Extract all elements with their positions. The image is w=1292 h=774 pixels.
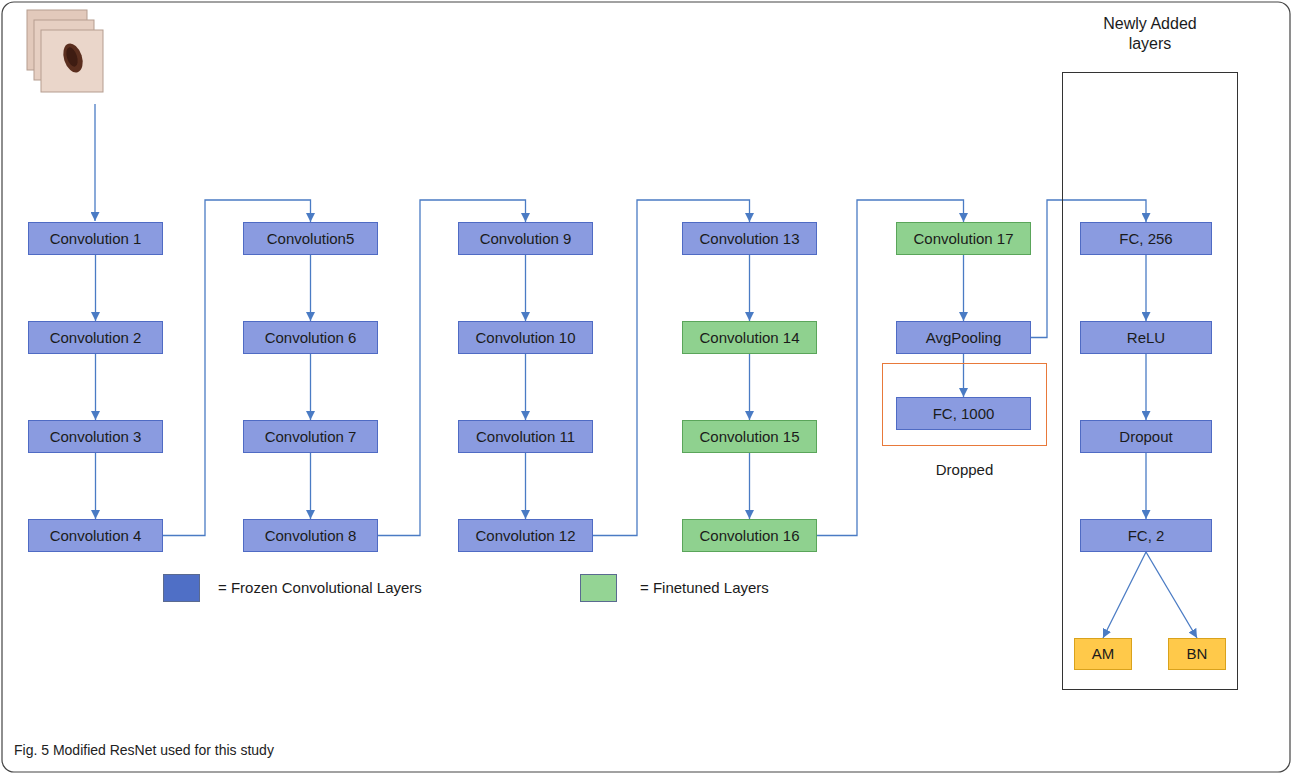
flow-arrow bbox=[749, 453, 750, 519]
layer-label: Convolution 13 bbox=[699, 229, 799, 249]
flow-arrow bbox=[963, 354, 964, 397]
flow-arrow bbox=[1145, 453, 1146, 519]
frozen-layer-box: Convolution5 bbox=[243, 222, 378, 255]
flow-arrow bbox=[95, 255, 96, 321]
frozen-layer-box: Convolution 8 bbox=[243, 519, 378, 552]
frozen-layer-box: Convolution 7 bbox=[243, 420, 378, 453]
finetuned-layer-box: Convolution 15 bbox=[682, 420, 817, 453]
flow-arrow bbox=[1145, 354, 1146, 420]
flow-arrow bbox=[749, 255, 750, 321]
frozen-layer-box: Convolution 6 bbox=[243, 321, 378, 354]
flow-arrow bbox=[1031, 200, 1146, 338]
frozen-layer-box: Convolution 12 bbox=[458, 519, 593, 552]
finetuned-layer-box: Convolution 17 bbox=[896, 222, 1031, 255]
legend-swatch bbox=[580, 574, 617, 602]
layer-label: Convolution 17 bbox=[913, 229, 1013, 249]
layer-label: Convolution5 bbox=[267, 229, 355, 249]
flow-arrow bbox=[963, 255, 964, 321]
legend-label: = Finetuned Layers bbox=[640, 579, 769, 597]
dense-layer-box: FC, 2 bbox=[1080, 519, 1212, 552]
legend-swatch bbox=[163, 574, 200, 602]
finetuned-layer-box: Convolution 16 bbox=[682, 519, 817, 552]
skin-lesion-image bbox=[27, 10, 103, 92]
layer-label: AvgPooling bbox=[926, 328, 1002, 348]
layer-label: Convolution 3 bbox=[50, 427, 142, 447]
layer-label: AM bbox=[1092, 644, 1115, 664]
input-arrow bbox=[94, 104, 95, 221]
flow-arrow bbox=[525, 453, 526, 519]
layer-label: Convolution 4 bbox=[50, 526, 142, 546]
flow-arrow bbox=[525, 255, 526, 321]
finetuned-layer-box: Convolution 14 bbox=[682, 321, 817, 354]
layer-label: ReLU bbox=[1127, 328, 1165, 348]
figure-caption: Fig. 5 Modified ResNet used for this stu… bbox=[14, 742, 274, 758]
layer-label: FC, 256 bbox=[1119, 229, 1172, 249]
flow-arrow bbox=[1103, 552, 1146, 638]
group-heading: Newly Added layers bbox=[1091, 14, 1209, 54]
layer-label: Dropout bbox=[1119, 427, 1172, 447]
flow-arrow bbox=[310, 255, 311, 321]
frozen-layer-box: Convolution 2 bbox=[28, 321, 163, 354]
activation-box: ReLU bbox=[1080, 321, 1212, 354]
flow-arrow bbox=[749, 354, 750, 420]
layer-label: Convolution 1 bbox=[50, 229, 142, 249]
layer-label: Convolution 14 bbox=[699, 328, 799, 348]
frozen-layer-box: Convolution 9 bbox=[458, 222, 593, 255]
layer-label: FC, 1000 bbox=[933, 404, 995, 424]
frozen-layer-box: Convolution 10 bbox=[458, 321, 593, 354]
layer-label: Convolution 9 bbox=[480, 229, 572, 249]
layer-label: Convolution 10 bbox=[475, 328, 575, 348]
dropout-box: Dropout bbox=[1080, 420, 1212, 453]
layer-label: FC, 2 bbox=[1128, 526, 1165, 546]
group-heading: Dropped bbox=[936, 460, 994, 480]
frozen-layer-box: Convolution 11 bbox=[458, 420, 593, 453]
dropped-frame: Dropped FC, 1000 bbox=[882, 363, 1047, 480]
frozen-layer-box: Convolution 3 bbox=[28, 420, 163, 453]
legend-label: = Frozen Convolutional Layers bbox=[218, 579, 422, 597]
layer-label: Convolution 6 bbox=[265, 328, 357, 348]
frame-outline bbox=[1062, 72, 1238, 690]
layer-label: BN bbox=[1187, 644, 1208, 664]
frozen-layer-box: Convolution 13 bbox=[682, 222, 817, 255]
pooling-layer-box: AvgPooling bbox=[896, 321, 1031, 354]
flow-arrow bbox=[1145, 255, 1146, 321]
flow-arrow bbox=[95, 354, 96, 420]
frozen-layer-box: Convolution 1 bbox=[28, 222, 163, 255]
new-layers-frame: Newly Added layersFC, 256ReLU DropoutFC, … bbox=[1062, 14, 1238, 690]
layer-label: Convolution 15 bbox=[699, 427, 799, 447]
flow-arrow bbox=[310, 354, 311, 420]
layer-label: Convolution 12 bbox=[475, 526, 575, 546]
layer-label: Convolution 2 bbox=[50, 328, 142, 348]
output-class-box: AM bbox=[1074, 638, 1132, 670]
output-class-box: BN bbox=[1168, 638, 1226, 670]
dense-layer-box: FC, 256 bbox=[1080, 222, 1212, 255]
frozen-layer-box: Convolution 4 bbox=[28, 519, 163, 552]
dropped-layer-box: FC, 1000 bbox=[896, 397, 1031, 430]
layer-label: Convolution 8 bbox=[265, 526, 357, 546]
flow-arrow bbox=[95, 453, 96, 519]
layer-label: Convolution 16 bbox=[699, 526, 799, 546]
layer-label: Convolution 11 bbox=[476, 427, 575, 447]
layer-label: Convolution 7 bbox=[265, 427, 357, 447]
flow-arrow bbox=[1146, 552, 1197, 638]
flow-arrow bbox=[525, 354, 526, 420]
flow-arrow bbox=[310, 453, 311, 519]
